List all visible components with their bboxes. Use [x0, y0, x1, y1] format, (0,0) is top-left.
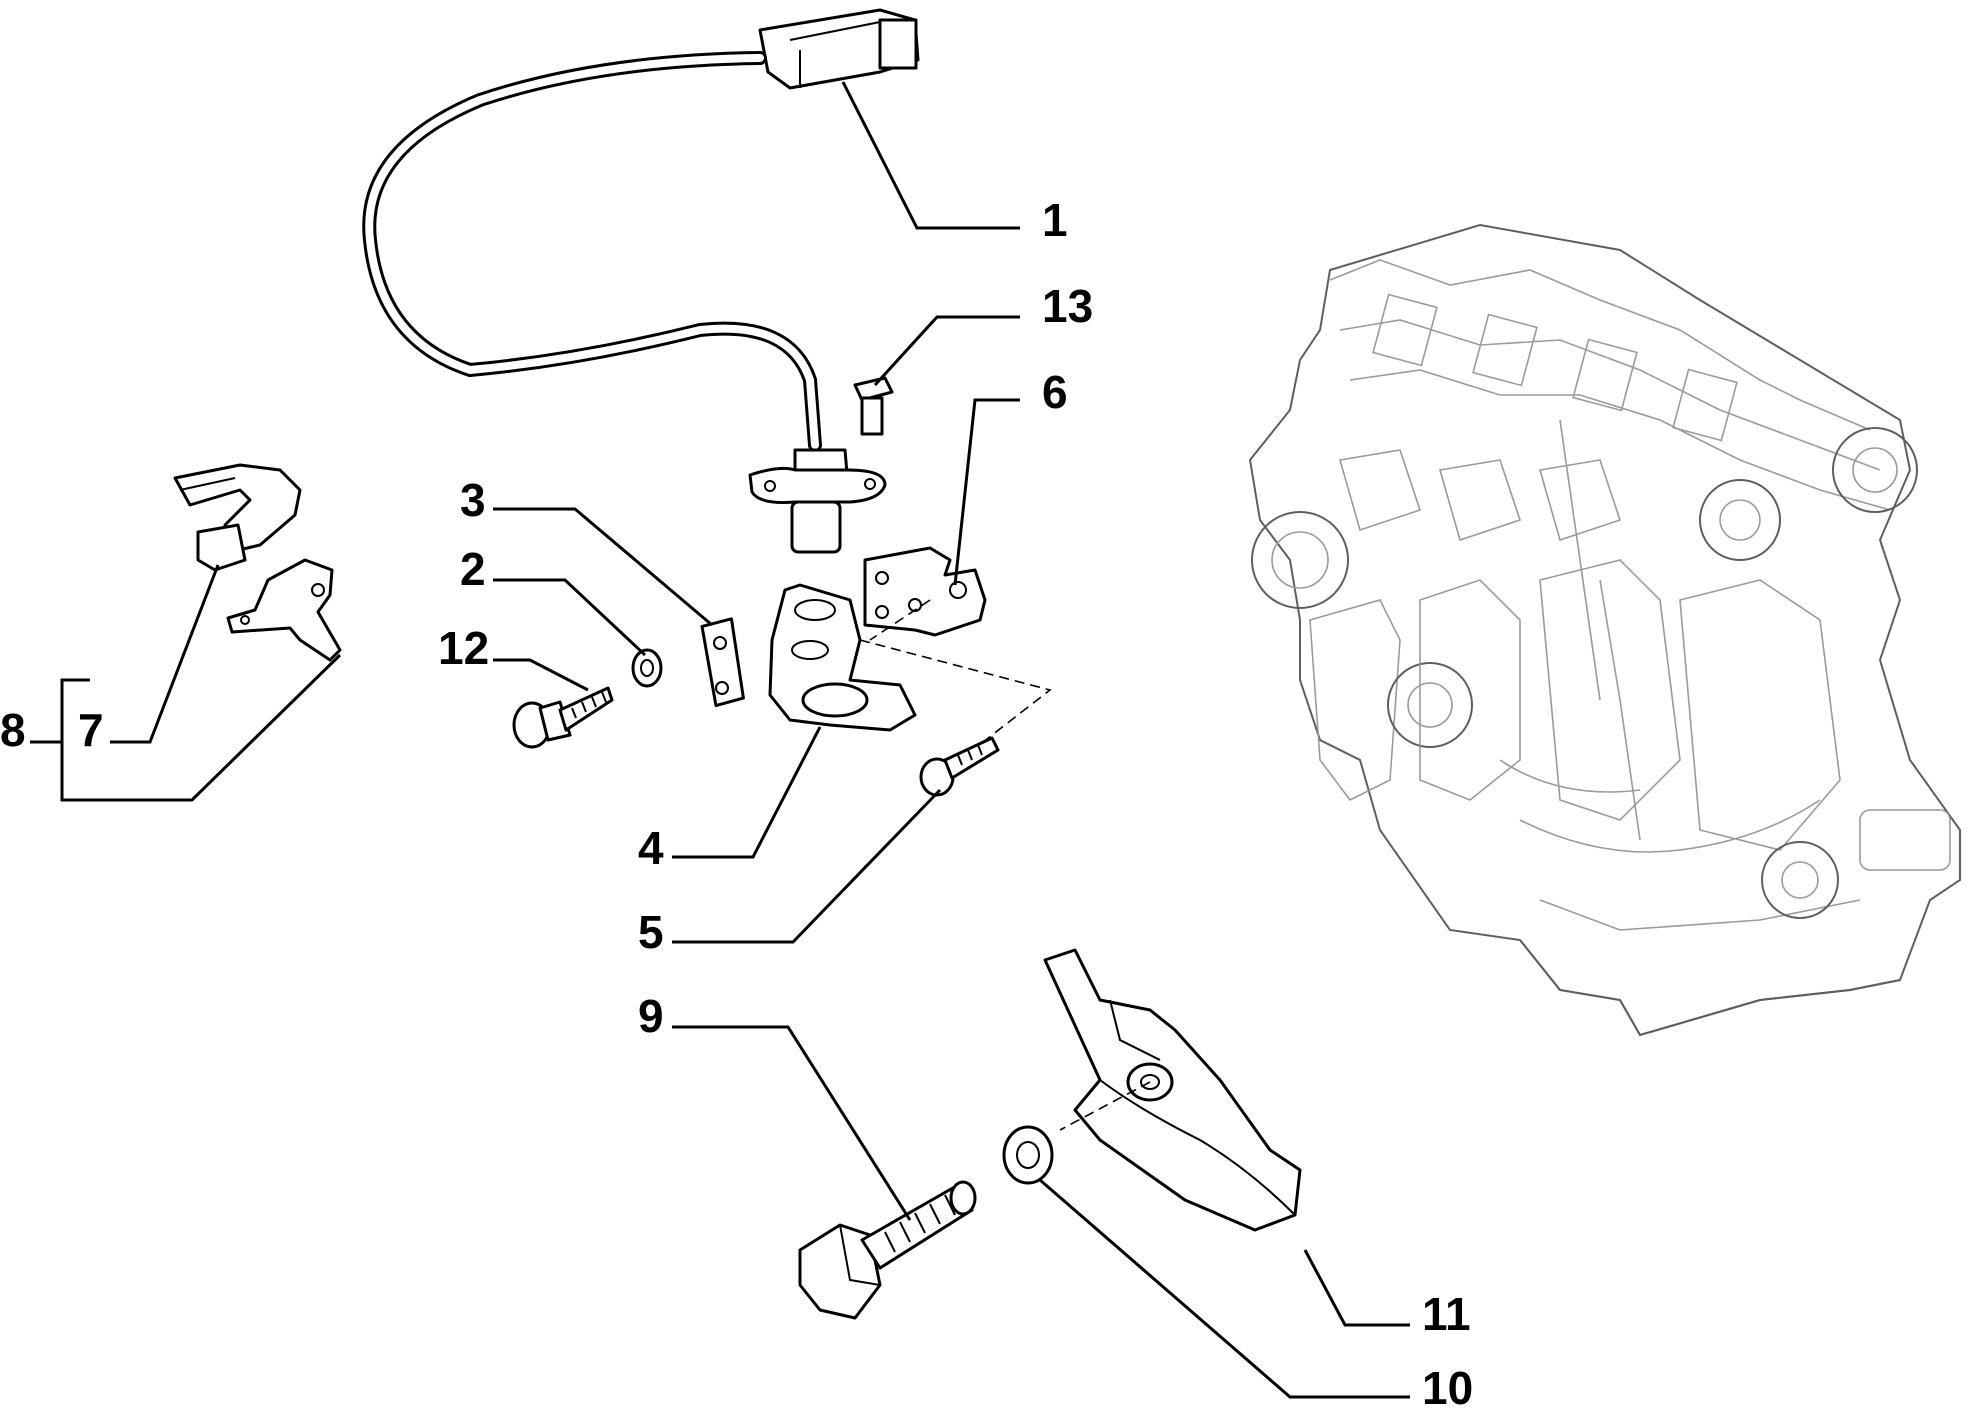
callout-6: 6 [1042, 366, 1068, 418]
alignment-line [869, 599, 931, 641]
alignment-line [859, 639, 1052, 761]
callout-11: 11 [1422, 1288, 1471, 1340]
engine-block [1248, 223, 1961, 1037]
callout-10: 10 [1422, 1362, 1473, 1410]
bolt-5 [919, 736, 1000, 797]
pipe-bracket-11 [1043, 948, 1302, 1232]
callout-9: 9 [638, 990, 664, 1042]
clip-bracket-8 [226, 558, 342, 662]
callout-8: 8 [0, 704, 26, 756]
bolt-9 [798, 1180, 977, 1320]
callout-labels: 1 13 6 3 2 12 8 7 4 5 9 11 10 [0, 194, 1473, 1410]
washer-10 [1002, 1125, 1054, 1185]
callout-2: 2 [460, 543, 486, 595]
callout-1: 1 [1042, 194, 1068, 246]
callout-13: 13 [1042, 280, 1093, 332]
washer-2 [631, 648, 663, 688]
spacer-plate-3 [700, 617, 745, 708]
callout-5: 5 [638, 906, 664, 958]
callout-7: 7 [78, 704, 104, 756]
callout-4: 4 [638, 822, 664, 874]
leader-lines [30, 81, 1410, 1399]
bracket-6 [863, 546, 987, 637]
callout-3: 3 [460, 474, 486, 526]
sensor-cable-assembly [362, 8, 920, 554]
bolt-12 [512, 686, 614, 749]
bolt-13 [853, 376, 894, 436]
sensor-bracket-4 [768, 583, 917, 732]
callout-12: 12 [438, 622, 489, 674]
connector-clip-7 [173, 463, 302, 572]
